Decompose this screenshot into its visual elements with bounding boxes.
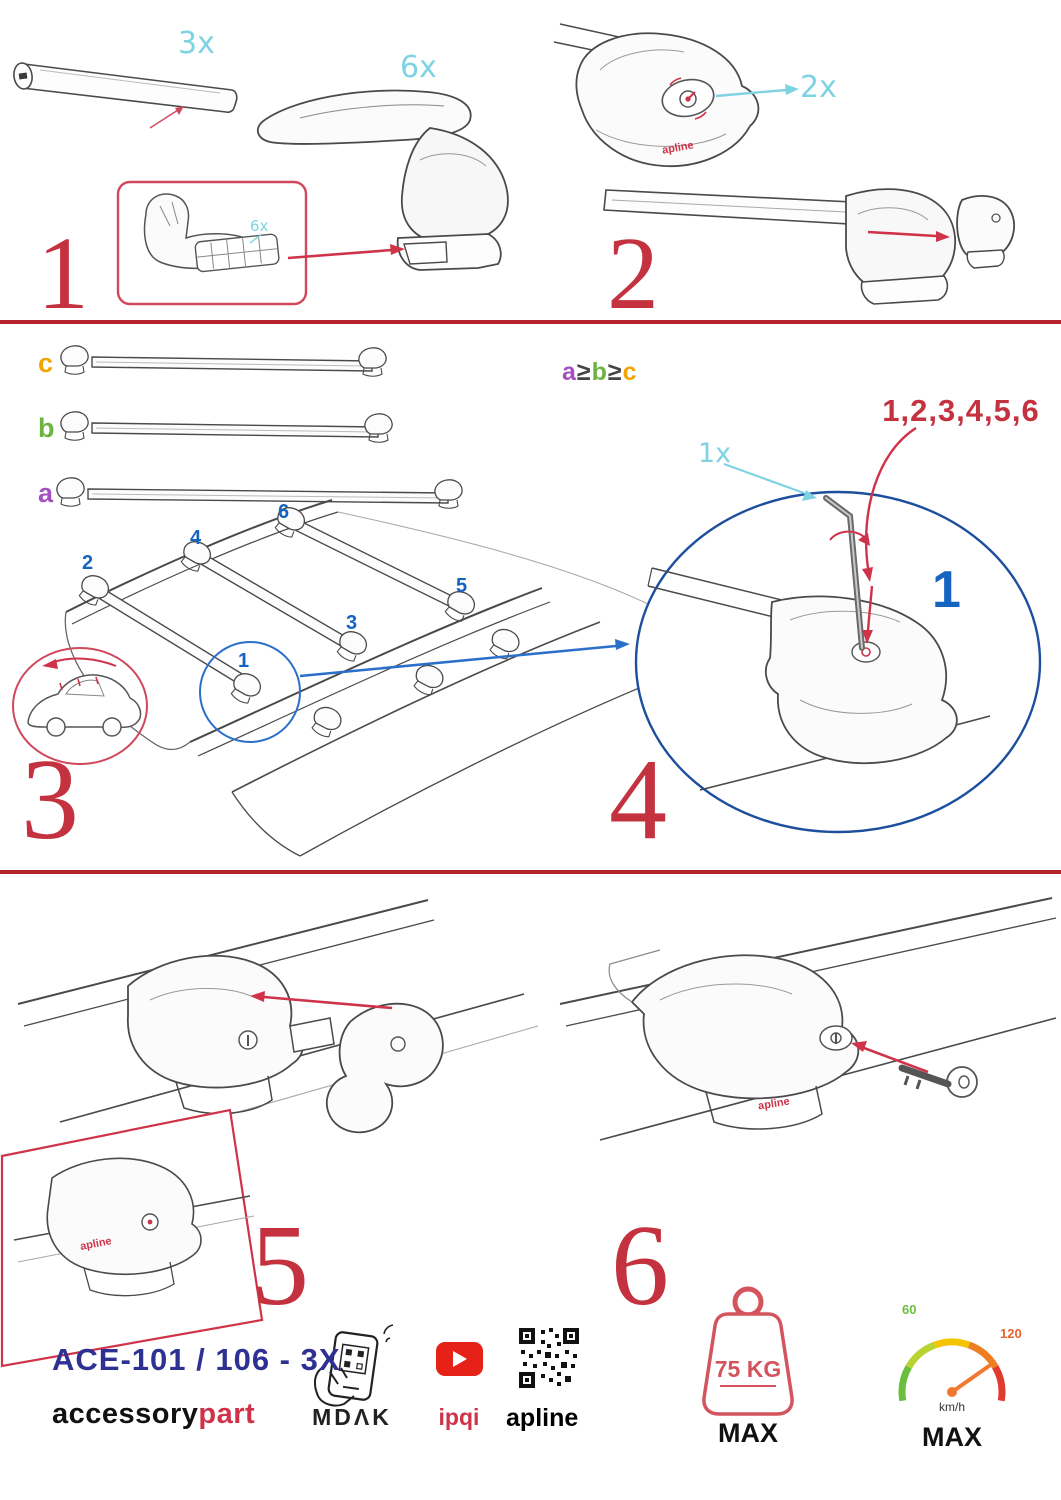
foot-illustration [256,89,509,271]
youtube-icon [436,1342,483,1376]
speedometer-icon [898,1338,1006,1402]
section-divider-1 [0,320,1061,324]
section-divider-2 [0,870,1061,874]
slide-mount-illustration [17,899,539,1159]
rule-geq-2: ≥ [607,358,623,386]
tool-quantity-label: 1x [698,438,732,469]
mdak-phone-icon [313,1324,394,1407]
rule-b: b [591,358,608,386]
position-1-label: 1 [238,650,250,672]
apline-ap-text: ap [506,1404,536,1432]
accessory-text: accessory [52,1398,199,1430]
position-2-label: 2 [82,552,94,574]
tighten-detail-illustration [634,426,1042,834]
step-1-number: 1 [37,216,89,331]
key-icon [898,1064,978,1098]
step-5-number: 5 [251,1202,309,1330]
endcap-illustration [603,188,1015,305]
mdak-wordmark: MDΛK [312,1404,392,1430]
apline-wordmark: apline [506,1404,578,1433]
rubber-pad-inset [116,180,405,306]
step-6-number: 6 [611,1202,669,1330]
position-6-label: 6 [278,501,290,523]
qr-code-icon [517,1326,581,1390]
speed-max-mark: 120 [1000,1326,1022,1341]
detail-position-label: 1 [932,561,961,619]
bar-c-label: c [38,348,54,378]
mounted-foot-inset [0,1108,264,1368]
model-code: ACE-101 / 106 - 3X [52,1342,341,1377]
load-max-label: MAX [718,1418,778,1448]
apline-line-text: line [535,1404,579,1432]
bar-set-illustration [56,345,463,509]
rule-a: a [562,358,577,386]
size-rule: a≥b≥c [562,358,638,387]
speed-max-label: MAX [922,1422,982,1452]
lock-quantity-label: 2x [800,70,837,105]
max-load-value: 75 KG [714,1356,782,1382]
roof-illustration [64,499,669,857]
bar-quantity-label: 3x [178,26,215,61]
part-text: part [198,1398,256,1430]
step-4-number: 4 [609,736,667,864]
position-5-label: 5 [456,575,468,597]
foot-quantity-label: 6x [400,50,437,85]
speed-unit-label: km/h [938,1400,965,1414]
accessorypart-wordmark: accessorypart [52,1398,255,1431]
step-3-number: 3 [21,736,79,864]
crossbar-illustration [13,62,238,129]
key-lock-illustration [559,897,1057,1141]
lock-foot-illustration [553,23,799,168]
position-3-label: 3 [346,612,358,634]
max-weight-icon [702,1286,794,1416]
speed-min-mark: 60 [902,1302,917,1317]
pad-quantity-label: 6x [250,217,269,235]
bar-a-label: a [38,478,54,508]
step-2-number: 2 [607,216,659,331]
bar-b-label: b [38,413,55,443]
ipqi-wordmark: ipqi [438,1404,480,1430]
rule-geq-1: ≥ [576,358,592,386]
position-4-label: 4 [190,527,202,549]
car-direction-inset [12,647,148,765]
rule-c: c [622,358,638,386]
tighten-sequence-label: 1,2,3,4,5,6 [882,393,1040,428]
